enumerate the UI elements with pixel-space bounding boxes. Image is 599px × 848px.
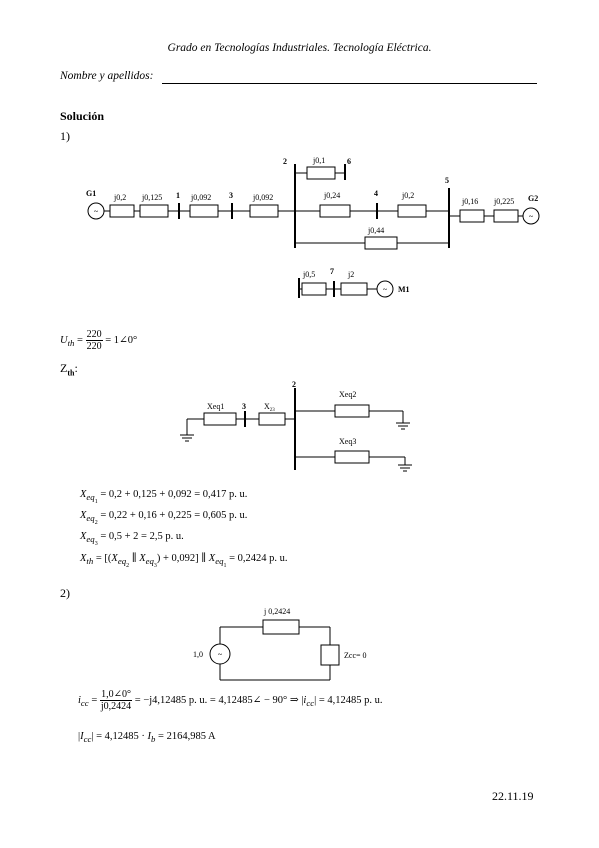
part2-label: 2) [60,586,70,600]
icc-equation: icc = 1,0∠0°j0,2424 = −j4,12485 p. u. = … [78,689,383,712]
node-3-label: 3 [242,402,246,411]
imp-j2: j2 [347,270,354,279]
imp-j0-16: j0,16 [461,197,478,206]
xeq1-equation: Xeq1 = 0,2 + 0,125 + 0,092 = 0,417 p. u. [80,489,248,505]
node-6-label: 6 [347,157,351,166]
zth-equivalent-diagram: 2 3 Xeq1 X23 Xeq2 Xeq3 [180,380,412,472]
solution-heading: Solución [60,109,105,123]
node-4-label: 4 [374,189,378,198]
imp-j0-24: j0,24 [323,191,340,200]
g1-label: G1 [86,189,96,198]
xeq1-label: Xeq1 [207,402,224,411]
g2-symbol: ~ [529,212,534,221]
g2-label: G2 [528,194,538,203]
page-header: Grado en Tecnologías Industriales. Tecno… [167,42,432,54]
imp-j0-2-a: j0,2 [113,193,126,202]
node-1-label: 1 [176,191,180,200]
name-label: Nombre y apellidos: [60,70,154,82]
node-2-label: 2 [292,380,296,389]
xeq3-equation: Xeq3 = 0,5 + 2 = 2,5 p. u. [80,531,184,547]
source-symbol: ~ [218,650,223,659]
zth-label: Zth: [60,361,78,378]
xeq2-equation: Xeq2 = 0,22 + 0,16 + 0,225 = 0,605 p. u. [80,510,248,526]
document-date: 22.11.19 [492,789,534,803]
imp-j0-44: j0,44 [367,226,384,235]
node-7-label: 7 [330,267,334,276]
node-3-label: 3 [229,191,233,200]
short-circuit-diagram: ~ j 0,2424 1,0 Zcc= 0 [193,607,367,681]
zcc-label: Zcc= 0 [344,651,367,660]
imp-j0-092-b: j0,092 [252,193,273,202]
m1-label: M1 [398,285,410,294]
imp-j0-125: j0,125 [141,193,162,202]
xth-equation: Xth = [(Xeq2 ∥ Xeq3) + 0,092] ∥ Xeq1 = 0… [80,553,288,569]
imp-j0-2-b: j0,2 [401,191,414,200]
imp-j0-225: j0,225 [493,197,514,206]
imp-j0-5: j0,5 [302,270,315,279]
x23-label: X23 [264,402,275,413]
imp-j0-092-a: j0,092 [190,193,211,202]
node-2-label: 2 [283,157,287,166]
imp-j0-1: j0,1 [312,156,325,165]
part1-label: 1) [60,129,70,143]
source-value: 1,0 [193,650,203,659]
icc-amps-equation: |Icc| = 4,12485 · Ib = 2164,985 A [78,731,216,745]
xeq3-label: Xeq3 [339,437,356,446]
network-single-line-diagram: ~ ~ ~ G1 G2 M1 1 2 3 4 5 6 7 j0,2 j0,125… [86,156,540,298]
node-5-label: 5 [445,176,449,185]
imp-j0-2424: j 0,2424 [263,607,290,616]
g1-symbol: ~ [94,207,99,216]
name-field-line [162,83,537,84]
m1-symbol: ~ [383,285,388,294]
xeq2-label: Xeq2 [339,390,356,399]
